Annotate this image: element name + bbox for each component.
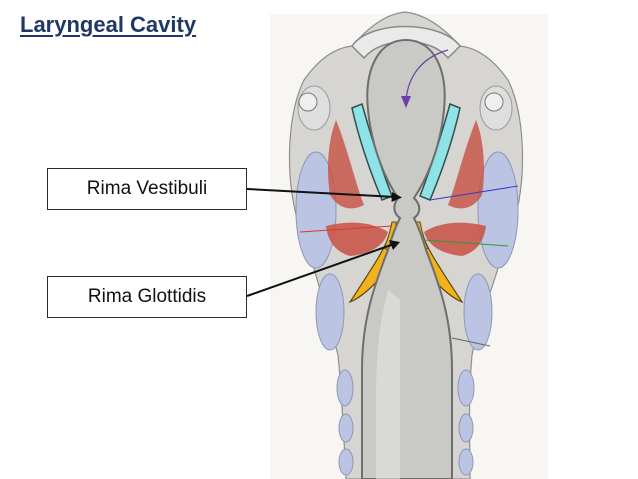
rima-glottidis-label-box: Rima Glottidis: [47, 276, 247, 318]
rima-vestibuli-pointer-arrowhead: [391, 192, 402, 202]
left-thyroid-cartilage: [295, 151, 337, 269]
blue-annotation-line: [429, 185, 519, 201]
right-vocalis-muscle: [424, 222, 486, 256]
right-hyoid-ring: [484, 92, 504, 112]
purple-arrow-shaft: [405, 49, 449, 101]
left-tracheal-ring-2: [338, 413, 354, 443]
right-ventricle: [419, 102, 461, 201]
rima-glottidis-pointer-line: [246, 243, 395, 297]
left-tracheal-ring-3: [338, 448, 354, 476]
left-tracheal-ring: [336, 369, 354, 407]
right-vestibular-muscle: [448, 120, 484, 209]
rima-vestibuli-label: Rima Vestibuli: [86, 178, 208, 199]
left-vocalis-muscle: [326, 222, 388, 256]
purple-arrow-head: [401, 96, 411, 108]
right-tracheal-ring: [457, 369, 475, 407]
rima-glottidis-label: Rima Glottidis: [87, 286, 207, 307]
left-vestibular-muscle: [328, 120, 364, 209]
right-tracheal-ring-3: [458, 448, 474, 476]
right-cricoid-cartilage: [463, 273, 493, 351]
rima-vestibuli-label-box: Rima Vestibuli: [47, 168, 247, 210]
gray-annotation-line: [451, 337, 491, 347]
left-cricoid-cartilage: [315, 273, 345, 351]
right-thyroid-cartilage: [477, 151, 519, 269]
slide-title: Laryngeal Cavity: [20, 12, 197, 37]
left-hyoid-ring: [298, 92, 318, 112]
right-tracheal-ring-2: [458, 413, 474, 443]
rima-glottidis-pointer-arrowhead: [389, 240, 400, 250]
epiglottis: [351, 25, 461, 60]
green-annotation-line: [423, 239, 509, 247]
rima-vestibuli-pointer-line: [246, 188, 397, 198]
lumen-highlight: [376, 290, 400, 479]
red-annotation-line: [299, 225, 393, 233]
